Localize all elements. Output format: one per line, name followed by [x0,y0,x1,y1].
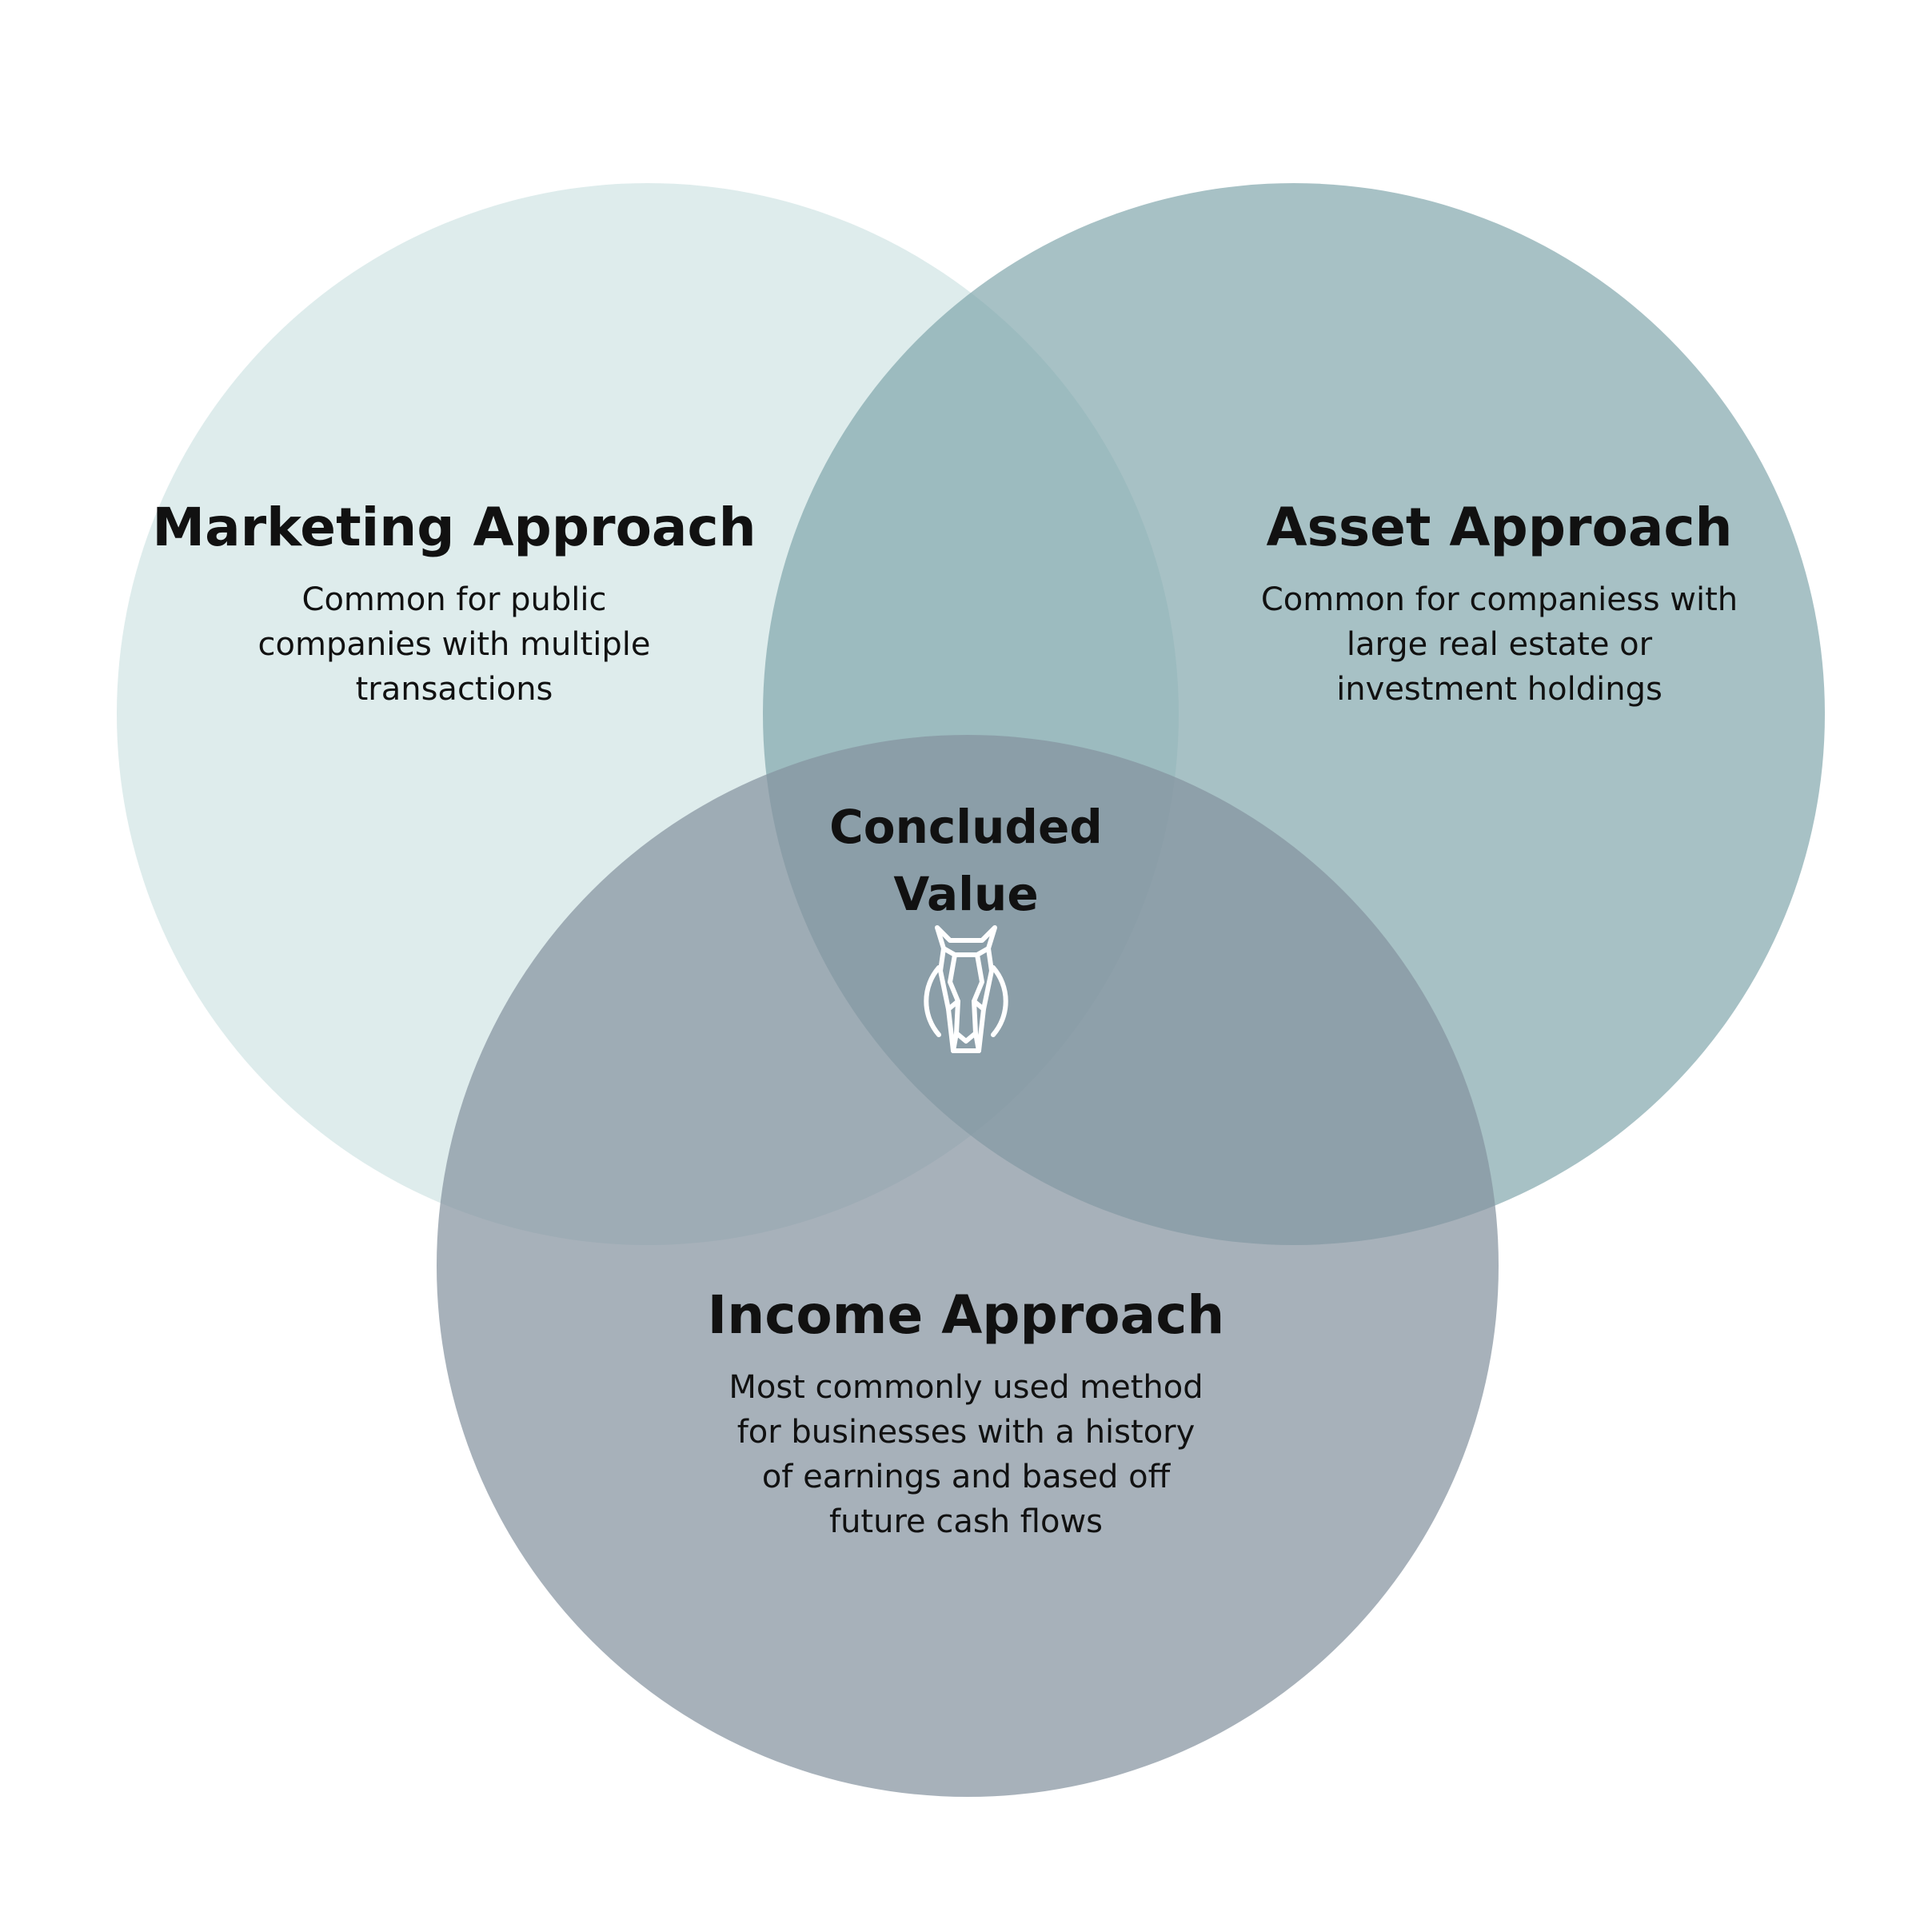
asset-approach-description: Common for companiess with large real es… [1180,577,1819,712]
marketing-approach-title: Marketing Approach [152,497,756,558]
asset-description-line: large real estate or [1346,626,1653,663]
marketing-approach-label: Marketing Approach Common for public com… [134,496,774,712]
concluded-value-line: Value [893,867,1039,921]
asset-approach-title: Asset Approach [1266,497,1733,558]
income-approach-label: Income Approach Most commonly used metho… [646,1283,1286,1544]
marketing-description-line: Common for public [301,581,607,618]
horse-head-logo-icon [924,925,1008,1053]
income-approach-title: Income Approach [707,1284,1225,1346]
income-description-line: of earnings and based off [761,1459,1171,1495]
concluded-value-line: Concluded [829,800,1103,854]
asset-description-line: Common for companiess with [1260,581,1738,618]
asset-description-line: investment holdings [1336,671,1663,708]
income-description-line: for businesses with a history [736,1414,1196,1451]
asset-approach-label: Asset Approach Common for companiess wit… [1180,496,1819,712]
income-description-line: future cash flows [829,1503,1103,1540]
marketing-description-line: transactions [355,671,553,708]
concluded-value-label: Concluded Value [766,793,1166,928]
income-approach-description: Most commonly used method for businesses… [646,1365,1286,1544]
income-approach-circle [437,735,1499,1797]
income-description-line: Most commonly used method [728,1369,1204,1406]
marketing-approach-description: Common for public companies with multipl… [134,577,774,712]
marketing-description-line: companies with multiple [257,626,651,663]
